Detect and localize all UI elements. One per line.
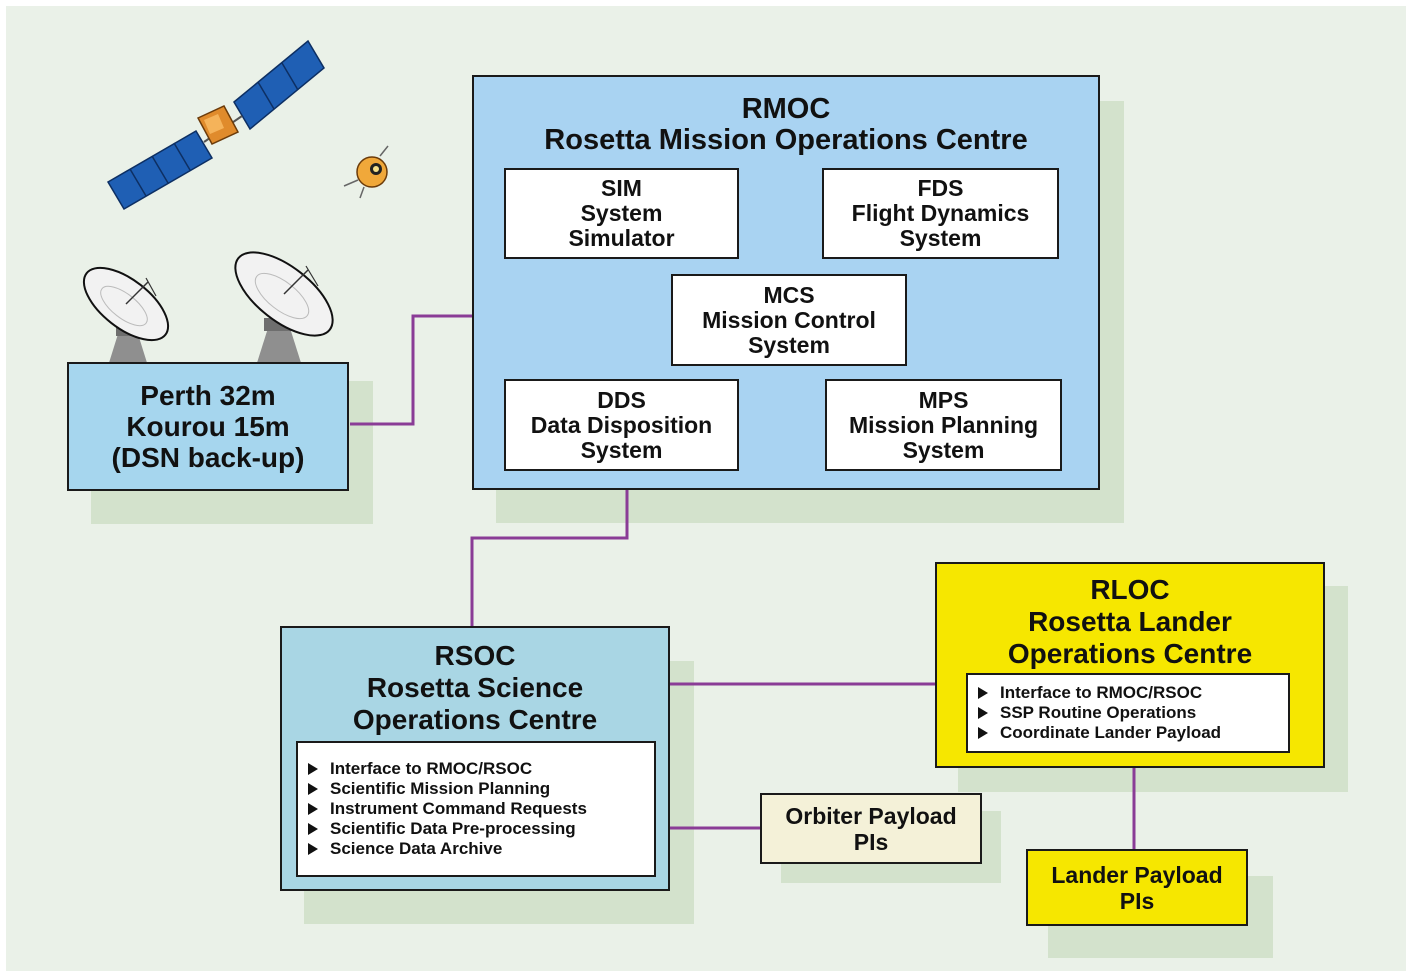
mcs-acronym: MCS	[763, 281, 815, 308]
mps-acronym: MPS	[918, 386, 969, 413]
antenna-kourou-icon	[234, 251, 334, 366]
rsoc-task-item: Interface to RMOC/RSOC	[308, 759, 654, 779]
diagram-canvas: RMOC Rosetta Mission Operations Centre S…	[6, 6, 1406, 971]
dds-box: DDS Data Disposition System	[504, 379, 739, 471]
orbiter-pis-line1: Orbiter Payload	[785, 802, 957, 829]
rloc-task-item: SSP Routine Operations	[978, 703, 1288, 723]
mps-line2: Mission Planning	[848, 411, 1039, 438]
mcs-box: MCS Mission Control System	[671, 274, 907, 366]
rsoc-task-item: Scientific Mission Planning	[308, 779, 654, 799]
bullet-arrow-icon	[978, 726, 988, 739]
mcs-line3: System	[748, 331, 830, 358]
bullet-arrow-icon	[308, 842, 318, 855]
rsoc-task-item: Scientific Data Pre-processing	[308, 819, 654, 839]
rloc-task-item: Interface to RMOC/RSOC	[978, 683, 1288, 703]
rsoc-task-item: Instrument Command Requests	[308, 799, 654, 819]
rsoc-acronym: RSOC	[434, 640, 516, 671]
lander-icon	[343, 145, 389, 199]
fds-box: FDS Flight Dynamics System	[822, 168, 1059, 259]
lander-payload-pis-box: Lander Payload PIs	[1026, 849, 1248, 926]
fds-acronym: FDS	[917, 175, 964, 201]
ground-station-line2: Kourou 15m	[126, 411, 290, 442]
lander-pis-line2: PIs	[1119, 887, 1155, 914]
fds-line3: System	[899, 225, 982, 251]
bullet-arrow-icon	[978, 706, 988, 719]
bullet-arrow-icon	[308, 822, 318, 835]
dds-to-rsoc-connector	[470, 470, 629, 628]
rloc-line3: Operations Centre	[1007, 638, 1253, 669]
rsoc-line3: Operations Centre	[352, 704, 598, 735]
sim-box: SIM System Simulator	[504, 168, 739, 259]
rloc-acronym: RLOC	[1090, 574, 1170, 605]
sim-line2: System	[580, 200, 663, 226]
ground-station-line1: Perth 32m	[140, 380, 276, 411]
rsoc-title: RSOC Rosetta Science Operations Centre	[282, 640, 668, 736]
mps-line3: System	[902, 436, 985, 463]
antenna-perth-icon	[82, 266, 170, 366]
orbiter-pis-line2: PIs	[853, 828, 889, 855]
dds-line3: System	[580, 436, 663, 463]
sim-acronym: SIM	[601, 175, 642, 201]
rloc-task-list: Interface to RMOC/RSOC SSP Routine Opera…	[966, 673, 1290, 753]
fds-line2: Flight Dynamics	[851, 200, 1030, 226]
rsoc-task-item: Science Data Archive	[308, 839, 654, 859]
mps-box: MPS Mission Planning System	[825, 379, 1062, 471]
mcs-line2: Mission Control	[702, 306, 876, 333]
ground-station-line3: (DSN back-up)	[111, 442, 305, 473]
illustration	[82, 39, 389, 366]
dds-acronym: DDS	[597, 386, 646, 413]
bullet-arrow-icon	[308, 802, 318, 815]
orbiter-payload-pis-box: Orbiter Payload PIs	[760, 793, 982, 864]
ground-station-box: Perth 32m Kourou 15m (DSN back-up)	[67, 362, 349, 491]
bullet-arrow-icon	[308, 782, 318, 795]
dds-line2: Data Disposition	[530, 411, 713, 438]
rmoc-title: RMOC	[741, 93, 831, 125]
rsoc-task-list: Interface to RMOC/RSOC Scientific Missio…	[296, 741, 656, 877]
lander-pis-line1: Lander Payload	[1051, 861, 1223, 888]
rloc-title: RLOC Rosetta Lander Operations Centre	[937, 574, 1323, 670]
spacecraft-icon	[106, 39, 325, 211]
rloc-line2: Rosetta Lander	[1028, 606, 1232, 637]
bullet-arrow-icon	[308, 762, 318, 775]
rmoc-subtitle: Rosetta Mission Operations Centre	[544, 124, 1028, 156]
sim-line3: Simulator	[568, 225, 675, 251]
rloc-task-item: Coordinate Lander Payload	[978, 723, 1288, 743]
bullet-arrow-icon	[978, 686, 988, 699]
rsoc-line2: Rosetta Science	[366, 672, 584, 703]
